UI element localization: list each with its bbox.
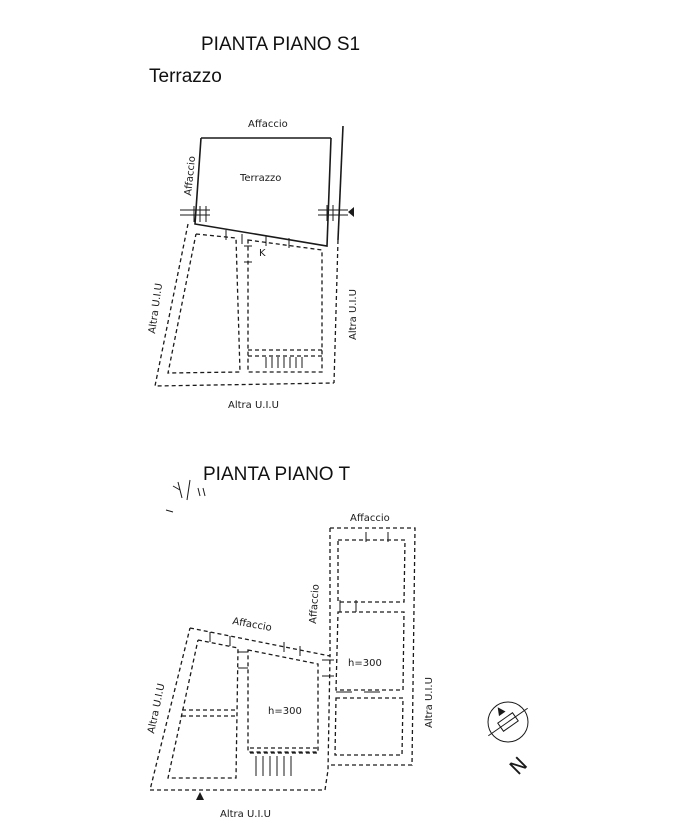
right-room-bottom	[334, 697, 404, 756]
upper-plan-subtitle: Terrazzo	[149, 66, 222, 87]
label-altra-right-lower: Altra U.I.U	[424, 677, 435, 728]
left-room-divider	[182, 709, 236, 717]
lower-floor-plan: Affaccio Affaccio Affaccio h=300 h=300 A…	[146, 513, 435, 820]
label-k: K	[259, 248, 266, 259]
terrace-outline	[194, 137, 332, 247]
upper-floor-plan: Affaccio Affaccio Terrazzo K Altra U.I.U…	[147, 119, 359, 411]
label-affaccio-top: Affaccio	[248, 119, 288, 130]
right-room-middle	[335, 611, 405, 691]
unit-inner-left-room	[167, 233, 241, 374]
stairs-steps-lower	[255, 756, 292, 776]
label-altra-bottom: Altra U.I.U	[228, 400, 279, 411]
terrace-wall-hatch-left	[180, 206, 210, 222]
left-room-b	[247, 649, 319, 753]
right-dashed-boundary	[333, 239, 339, 384]
label-altra-left: Altra U.I.U	[147, 282, 165, 334]
label-altra-right: Altra U.I.U	[348, 289, 359, 340]
label-h300-left: h=300	[268, 706, 302, 717]
stair-band-lower	[250, 747, 318, 754]
label-affaccio-diag: Affaccio	[231, 616, 272, 634]
left-room-a	[167, 639, 239, 779]
entrance-arrow-icon	[348, 207, 354, 217]
north-label: N	[505, 752, 533, 780]
door-marks	[225, 230, 290, 263]
label-affaccio-vertical: Affaccio	[308, 584, 322, 624]
left-block-outer	[149, 627, 331, 791]
label-altra-left-lower: Altra U.I.U	[146, 683, 167, 735]
right-room-top	[337, 539, 406, 603]
label-terrazzo: Terrazzo	[239, 173, 281, 184]
lower-plan-title: PIANTA PIANO T	[203, 464, 351, 485]
terrace-wall-hatch-right	[318, 205, 348, 221]
entrance-arrow-lower-icon	[196, 792, 204, 800]
stair-band	[248, 349, 322, 357]
door-marks-lower	[209, 532, 389, 693]
upper-plan-title: PIANTA PIANO S1	[201, 34, 361, 55]
label-affaccio-left: Affaccio	[183, 156, 198, 197]
compass-north-icon	[487, 701, 529, 743]
stairs-steps	[265, 357, 303, 368]
right-block-outer	[328, 527, 416, 766]
handwritten-marks	[165, 479, 206, 513]
unit-inner-right-room	[247, 239, 323, 373]
label-altra-bottom-lower: Altra U.I.U	[220, 809, 271, 820]
label-affaccio-top-lower: Affaccio	[350, 513, 390, 524]
right-boundary-wall	[337, 125, 344, 241]
label-h300-right: h=300	[348, 658, 382, 669]
